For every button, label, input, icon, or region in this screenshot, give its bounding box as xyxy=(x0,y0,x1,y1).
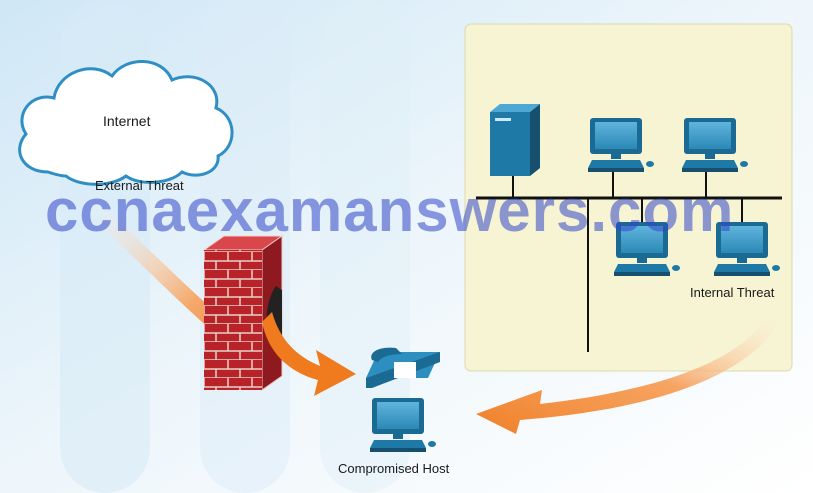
firewall-icon xyxy=(202,235,284,391)
internal-threat-label: Internal Threat xyxy=(690,285,775,300)
workstation-icon xyxy=(588,118,654,172)
breach-arrow xyxy=(262,312,356,396)
compromised-host-label: Compromised Host xyxy=(338,461,450,476)
internal-threat-arrow xyxy=(476,300,786,434)
workstation-icon xyxy=(614,222,680,276)
cloud-icon xyxy=(18,60,234,186)
workstation-icon xyxy=(714,222,780,276)
workstation-icon xyxy=(682,118,748,172)
external-threat-label: External Threat xyxy=(95,178,184,193)
internet-label: Internet xyxy=(103,113,151,129)
ip-phone-icon xyxy=(366,347,440,388)
watermark: ccnaexamanswers.com xyxy=(45,177,735,244)
server-icon xyxy=(490,104,540,176)
workstation-icon xyxy=(370,398,436,452)
